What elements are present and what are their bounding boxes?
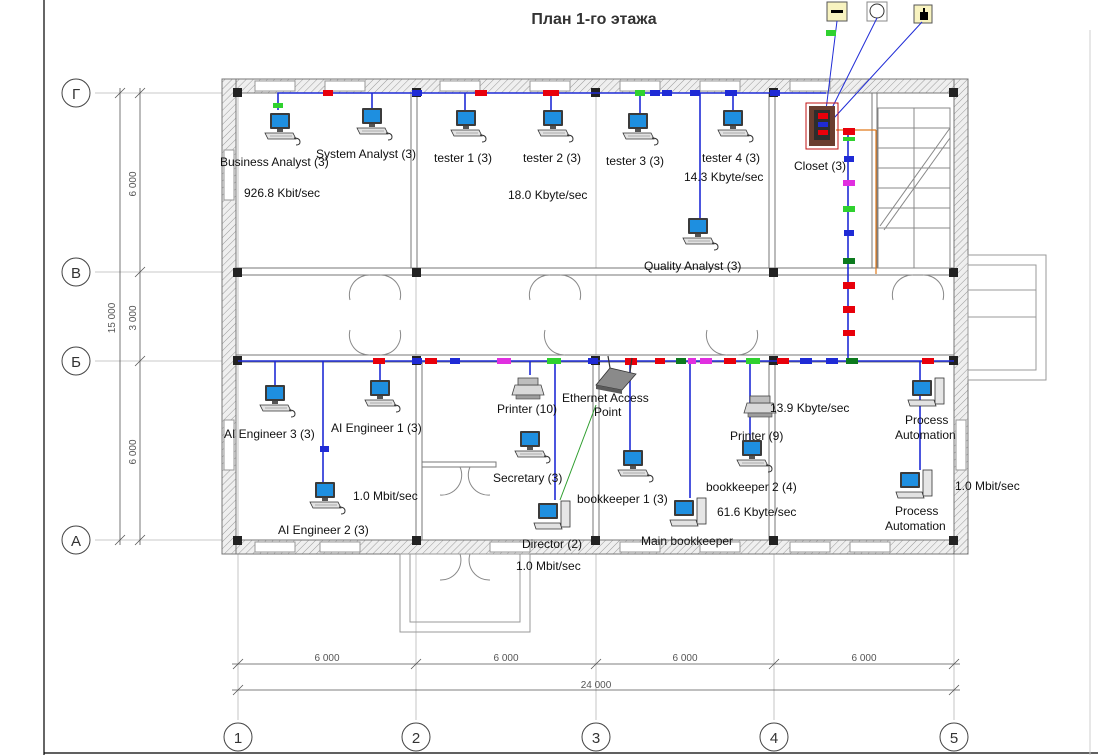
ellipse-tool-icon[interactable] [866,1,888,22]
workstation-tester-4[interactable] [717,109,754,143]
label-tester-1: tester 1 (3) [434,151,492,165]
dim-horizontal-2: 6 000 [493,653,518,664]
horizontal-dimensions [232,658,960,696]
column-marker-2: 2 [401,722,431,752]
traffic-label-1: 926.8 Kbit/sec [244,186,320,200]
workstation-ai-engineer-3[interactable] [259,384,296,418]
row-marker-g: Г [61,78,91,108]
traffic-label-4: 1.0 Mbit/sec [353,489,418,503]
row-marker-a: А [61,525,91,555]
workstation-director[interactable] [533,500,571,530]
label-printer-10: Printer (10) [497,402,557,416]
label-tester-3: tester 3 (3) [606,154,664,168]
line-tool-icon[interactable] [826,1,848,22]
label-process-automation-2-line2: Automation [885,519,946,533]
svg-text:1: 1 [234,730,242,747]
label-quality-analyst: Quality Analyst (3) [644,259,741,273]
dim-vertical-1: 6 000 [128,171,139,196]
dim-horizontal-total: 24 000 [581,680,612,691]
svg-text:А: А [71,533,81,550]
label-director: Director (2) [522,537,582,551]
svg-text:4: 4 [770,730,778,747]
label-system-analyst: System Analyst (3) [316,147,416,161]
column-marker-3: 3 [581,722,611,752]
label-process-automation-1-line2: Automation [895,428,956,442]
dim-horizontal-3: 6 000 [672,653,697,664]
label-ai-engineer-1: AI Engineer 1 (3) [331,421,422,435]
workstation-tester-1[interactable] [450,109,487,143]
label-business-analyst: Business Analyst (3) [220,155,329,169]
printer-10[interactable] [511,377,545,400]
dim-vertical-2: 3 000 [128,305,139,330]
workstation-main-bookkeeper[interactable] [669,497,707,527]
label-tester-2: tester 2 (3) [523,151,581,165]
workstation-ai-engineer-2[interactable] [309,481,346,515]
workstation-tester-2[interactable] [537,109,574,143]
row-marker-v: В [61,257,91,287]
label-tester-4: tester 4 (3) [702,151,760,165]
plan-title: План 1-го этажа [531,11,656,28]
svg-text:Г: Г [72,86,80,103]
label-main-bookkeeper: Main bookkeeper [641,534,733,548]
label-closet: Closet (3) [794,159,846,173]
traffic-label-8: 1.0 Mbit/sec [955,479,1020,493]
workstation-ai-engineer-1[interactable] [364,379,401,413]
label-process-automation-2-line1: Process [895,504,938,518]
label-bookkeeper-1: bookkeeper 1 (3) [577,492,668,506]
svg-text:Б: Б [71,354,81,371]
network-closet[interactable] [805,102,839,150]
workstation-business-analyst[interactable] [264,112,301,146]
traffic-label-2: 18.0 Kbyte/sec [508,188,587,202]
wireless-link [559,404,597,501]
dim-horizontal-1: 6 000 [314,653,339,664]
workstation-system-analyst[interactable] [356,107,393,141]
column-marker-1: 1 [223,722,253,752]
hand-tool-icon[interactable] [913,4,933,24]
traffic-label-7: 13.9 Kbyte/sec [770,401,849,415]
label-access-point-line2: Point [594,405,622,419]
dim-vertical-3: 6 000 [128,439,139,464]
svg-text:2: 2 [412,730,420,747]
traffic-label-6: 61.6 Kbyte/sec [717,505,796,519]
label-process-automation-1-line1: Process [905,413,948,427]
row-marker-b: Б [61,346,91,376]
cable-markers [273,30,934,452]
dim-vertical-total: 15 000 [107,302,118,333]
ethernet-access-point[interactable] [595,355,637,394]
label-printer-9: Printer (9) [730,429,783,443]
workstation-secretary[interactable] [514,430,551,464]
workstation-process-automation-2[interactable] [895,469,933,499]
label-ai-engineer-2: AI Engineer 2 (3) [278,523,369,537]
label-bookkeeper-2: bookkeeper 2 (4) [706,480,797,494]
label-secretary: Secretary (3) [493,471,562,485]
vertical-dimensions [114,87,146,546]
label-access-point-line1: Ethernet Access [562,391,649,405]
workstation-bookkeeper-2[interactable] [736,439,773,473]
traffic-label-5: 1.0 Mbit/sec [516,559,581,573]
svg-text:5: 5 [950,730,958,747]
column-marker-4: 4 [759,722,789,752]
column-marker-5: 5 [939,722,969,752]
label-ai-engineer-3: AI Engineer 3 (3) [224,427,315,441]
traffic-label-3: 14.3 Kbyte/sec [684,170,763,184]
dim-horizontal-4: 6 000 [851,653,876,664]
workstation-bookkeeper-1[interactable] [617,449,654,483]
svg-text:3: 3 [592,730,600,747]
svg-text:В: В [71,265,81,282]
workstation-process-automation-1[interactable] [907,377,945,407]
workstation-quality-analyst[interactable] [682,217,719,251]
workstation-tester-3[interactable] [622,112,659,146]
